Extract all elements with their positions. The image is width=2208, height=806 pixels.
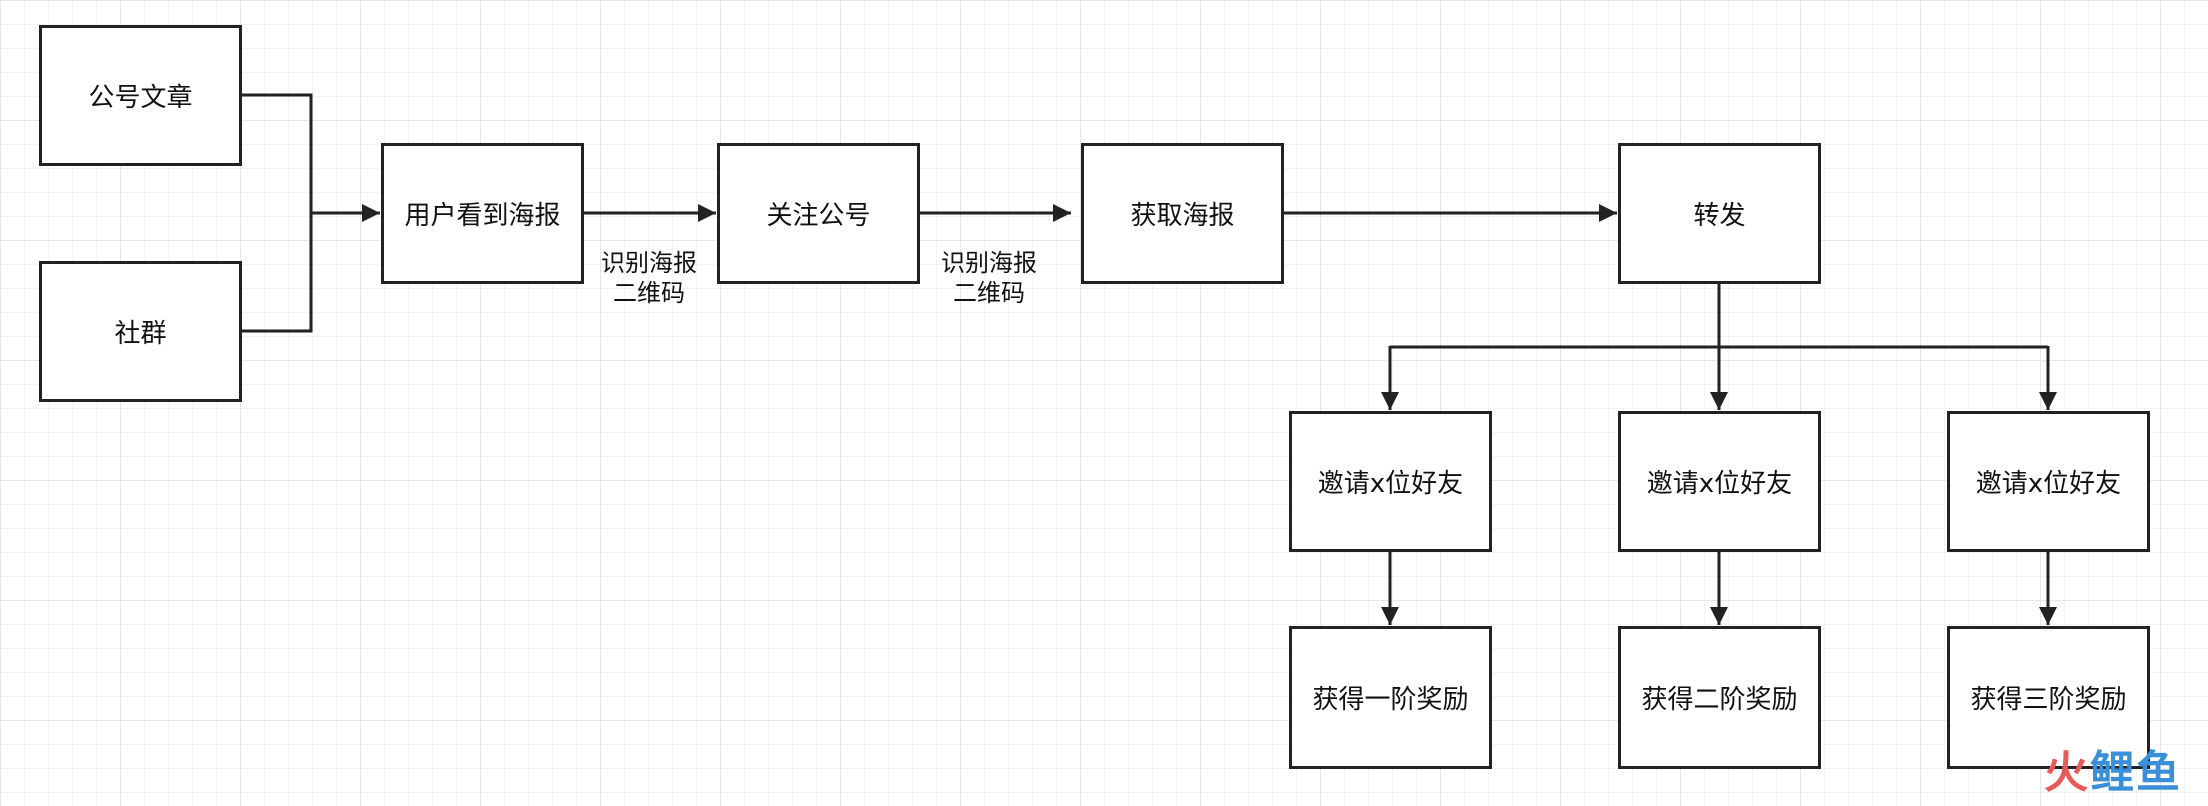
node-invite-3[interactable]: 邀请x位好友	[1947, 411, 2150, 552]
node-community[interactable]: 社群	[39, 261, 242, 402]
edge-label-scan-1: 识别海报 二维码	[589, 248, 709, 308]
node-forward[interactable]: 转发	[1618, 143, 1821, 284]
node-invite-1[interactable]: 邀请x位好友	[1289, 411, 1492, 552]
edge-label-scan-1-line1: 识别海报	[601, 249, 697, 277]
node-invite-2[interactable]: 邀请x位好友	[1618, 411, 1821, 552]
edge-article-merge	[241, 93, 313, 212]
node-follow-account[interactable]: 关注公号	[717, 143, 920, 284]
watermark-char-3: 鱼	[2136, 747, 2182, 798]
node-get-poster[interactable]: 获取海报	[1081, 143, 1284, 284]
watermark-logo: 火鲤鱼	[2044, 736, 2182, 800]
edge-label-scan-1-line2: 二维码	[613, 279, 685, 307]
edge-label-scan-2-line1: 识别海报	[941, 249, 1037, 277]
node-user-sees-poster[interactable]: 用户看到海报	[381, 143, 584, 284]
watermark-char-2: 鲤	[2090, 747, 2136, 798]
watermark-char-1: 火	[2044, 747, 2090, 798]
edge-label-scan-2-line2: 二维码	[953, 279, 1025, 307]
edge-community-merge	[241, 212, 313, 333]
node-article[interactable]: 公号文章	[39, 25, 242, 166]
node-reward-2[interactable]: 获得二阶奖励	[1618, 626, 1821, 769]
edge-label-scan-2: 识别海报 二维码	[929, 248, 1049, 308]
node-reward-3[interactable]: 获得三阶奖励	[1947, 626, 2150, 769]
node-reward-1[interactable]: 获得一阶奖励	[1289, 626, 1492, 769]
